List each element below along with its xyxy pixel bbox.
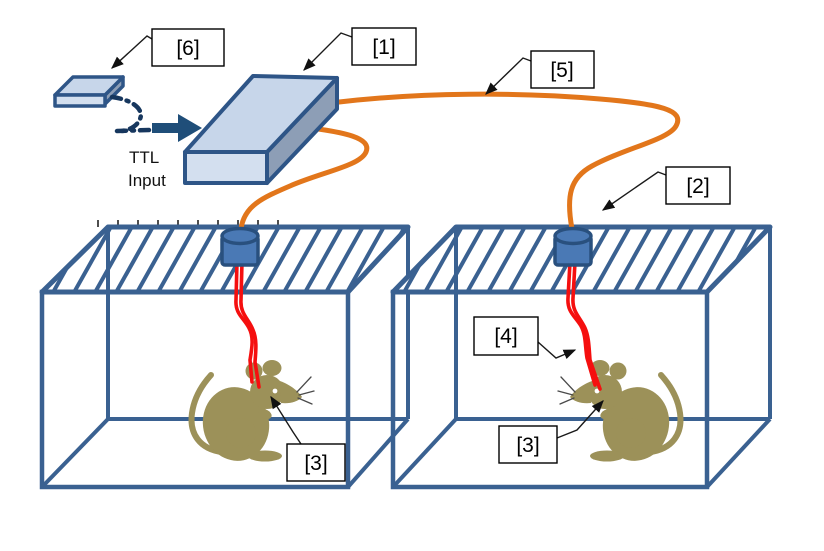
- fiber-red-left: [234, 260, 261, 389]
- leader-arrow-6: [111, 35, 153, 69]
- ttl-dashed-connector2: [114, 127, 153, 134]
- cage-right-front-face: [390, 289, 710, 490]
- leader-arrow-3-left: [270, 395, 302, 445]
- ttl-input-label-line2: Input: [128, 171, 166, 190]
- label-3-left: [3]: [286, 443, 346, 482]
- ttl-device-box: [53, 75, 125, 108]
- ttl-dashed-connector: [109, 94, 144, 134]
- cable-orange-short: [238, 124, 370, 232]
- leader-arrow-3-right: [556, 400, 604, 439]
- rotary-joint-left: [220, 226, 260, 267]
- cage-left-front-face: [39, 289, 351, 490]
- label-6-text: [6]: [176, 37, 199, 60]
- label-1: [1]: [351, 27, 417, 66]
- leader-arrow-2: [601, 171, 667, 211]
- label-1-text: [1]: [372, 36, 395, 59]
- label-4-text: [4]: [494, 325, 517, 348]
- mouse-right: [557, 360, 684, 462]
- fiber-red-right: [566, 260, 602, 391]
- mouse-left-eye: [272, 388, 278, 394]
- mouse-left-tail: [188, 372, 225, 455]
- leader-arrow-5: [485, 57, 532, 95]
- mouse-right-ear: [609, 362, 627, 380]
- mouse-right-eye: [594, 388, 600, 394]
- mouse-left-whiskers: [296, 376, 315, 405]
- mouse-left: [188, 360, 315, 462]
- label-3-left-text: [3]: [304, 452, 327, 475]
- ttl-input-label-line1: TTL: [129, 148, 159, 167]
- laser-box: [183, 74, 339, 185]
- label-5-text: [5]: [550, 59, 573, 82]
- label-5: [5]: [530, 50, 595, 89]
- leader-arrow-4: [537, 341, 577, 360]
- mouse-left-paw: [258, 408, 272, 420]
- mouse-right-foot: [590, 450, 624, 462]
- mouse-left-foot: [248, 450, 282, 462]
- mouse-right-thigh: [616, 418, 646, 448]
- label-4: [4]: [473, 316, 539, 356]
- label-3-right: [3]: [498, 425, 558, 464]
- mouse-left-thigh: [226, 418, 256, 448]
- mouse-left-ear2: [262, 360, 282, 376]
- label-6: [6]: [151, 28, 225, 67]
- mouse-left-snout: [280, 381, 302, 404]
- mouse-right-snout: [570, 381, 592, 404]
- label-2: [2]: [665, 166, 731, 205]
- ttl-input-arrow-icon: [152, 114, 202, 142]
- mouse-right-tail: [647, 372, 684, 455]
- leader-arrow-1: [303, 32, 353, 71]
- rotary-joint-right: [553, 226, 593, 267]
- mouse-left-head: [250, 375, 284, 409]
- label-3-right-text: [3]: [516, 434, 539, 457]
- cable-orange-long: [327, 91, 681, 232]
- mouse-right-whiskers: [557, 376, 576, 405]
- label-2-text: [2]: [686, 175, 709, 198]
